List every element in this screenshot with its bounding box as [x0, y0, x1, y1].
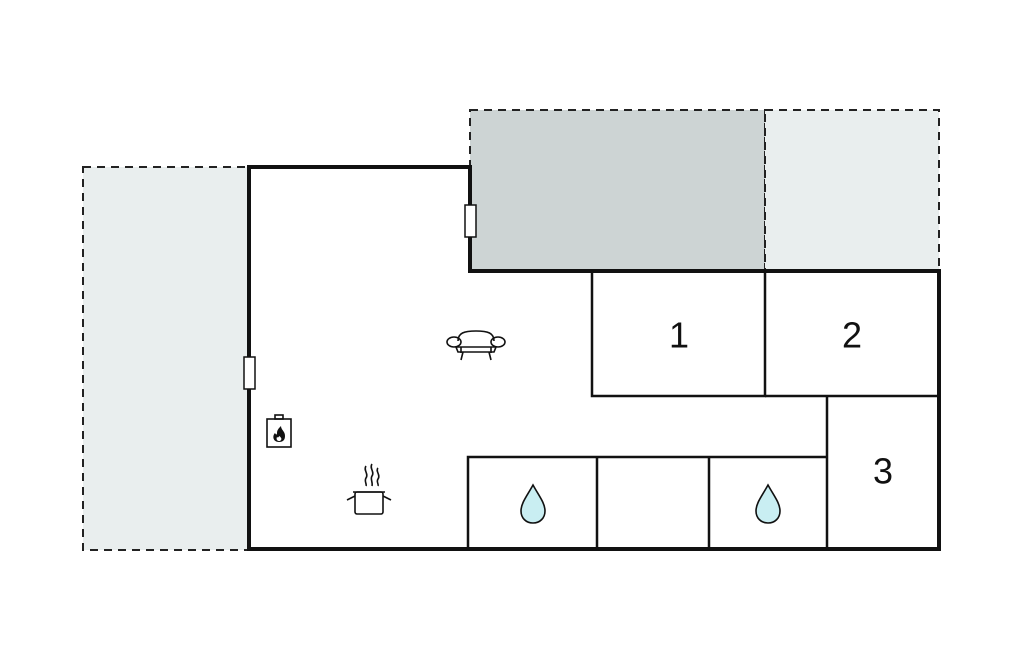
- exterior-wall-outline: [247, 165, 941, 551]
- bottom-rooms-walls: [466, 455, 827, 549]
- water-drop-icon: [755, 483, 781, 524]
- cooking-pot-icon: [346, 463, 392, 515]
- terrace-left: [82, 166, 250, 551]
- fireplace-icon: [266, 414, 292, 448]
- room-label-3: 3: [873, 451, 893, 492]
- room-label-2: 2: [842, 315, 862, 356]
- window-left: [243, 356, 256, 390]
- terrace-top-right: [764, 109, 940, 272]
- terrace-top: [469, 109, 766, 272]
- sofa-icon: [446, 330, 506, 361]
- room-label-1: 1: [669, 315, 689, 356]
- window-top: [464, 204, 477, 238]
- water-drop-icon: [520, 483, 546, 524]
- bedroom-1-walls: [590, 271, 767, 398]
